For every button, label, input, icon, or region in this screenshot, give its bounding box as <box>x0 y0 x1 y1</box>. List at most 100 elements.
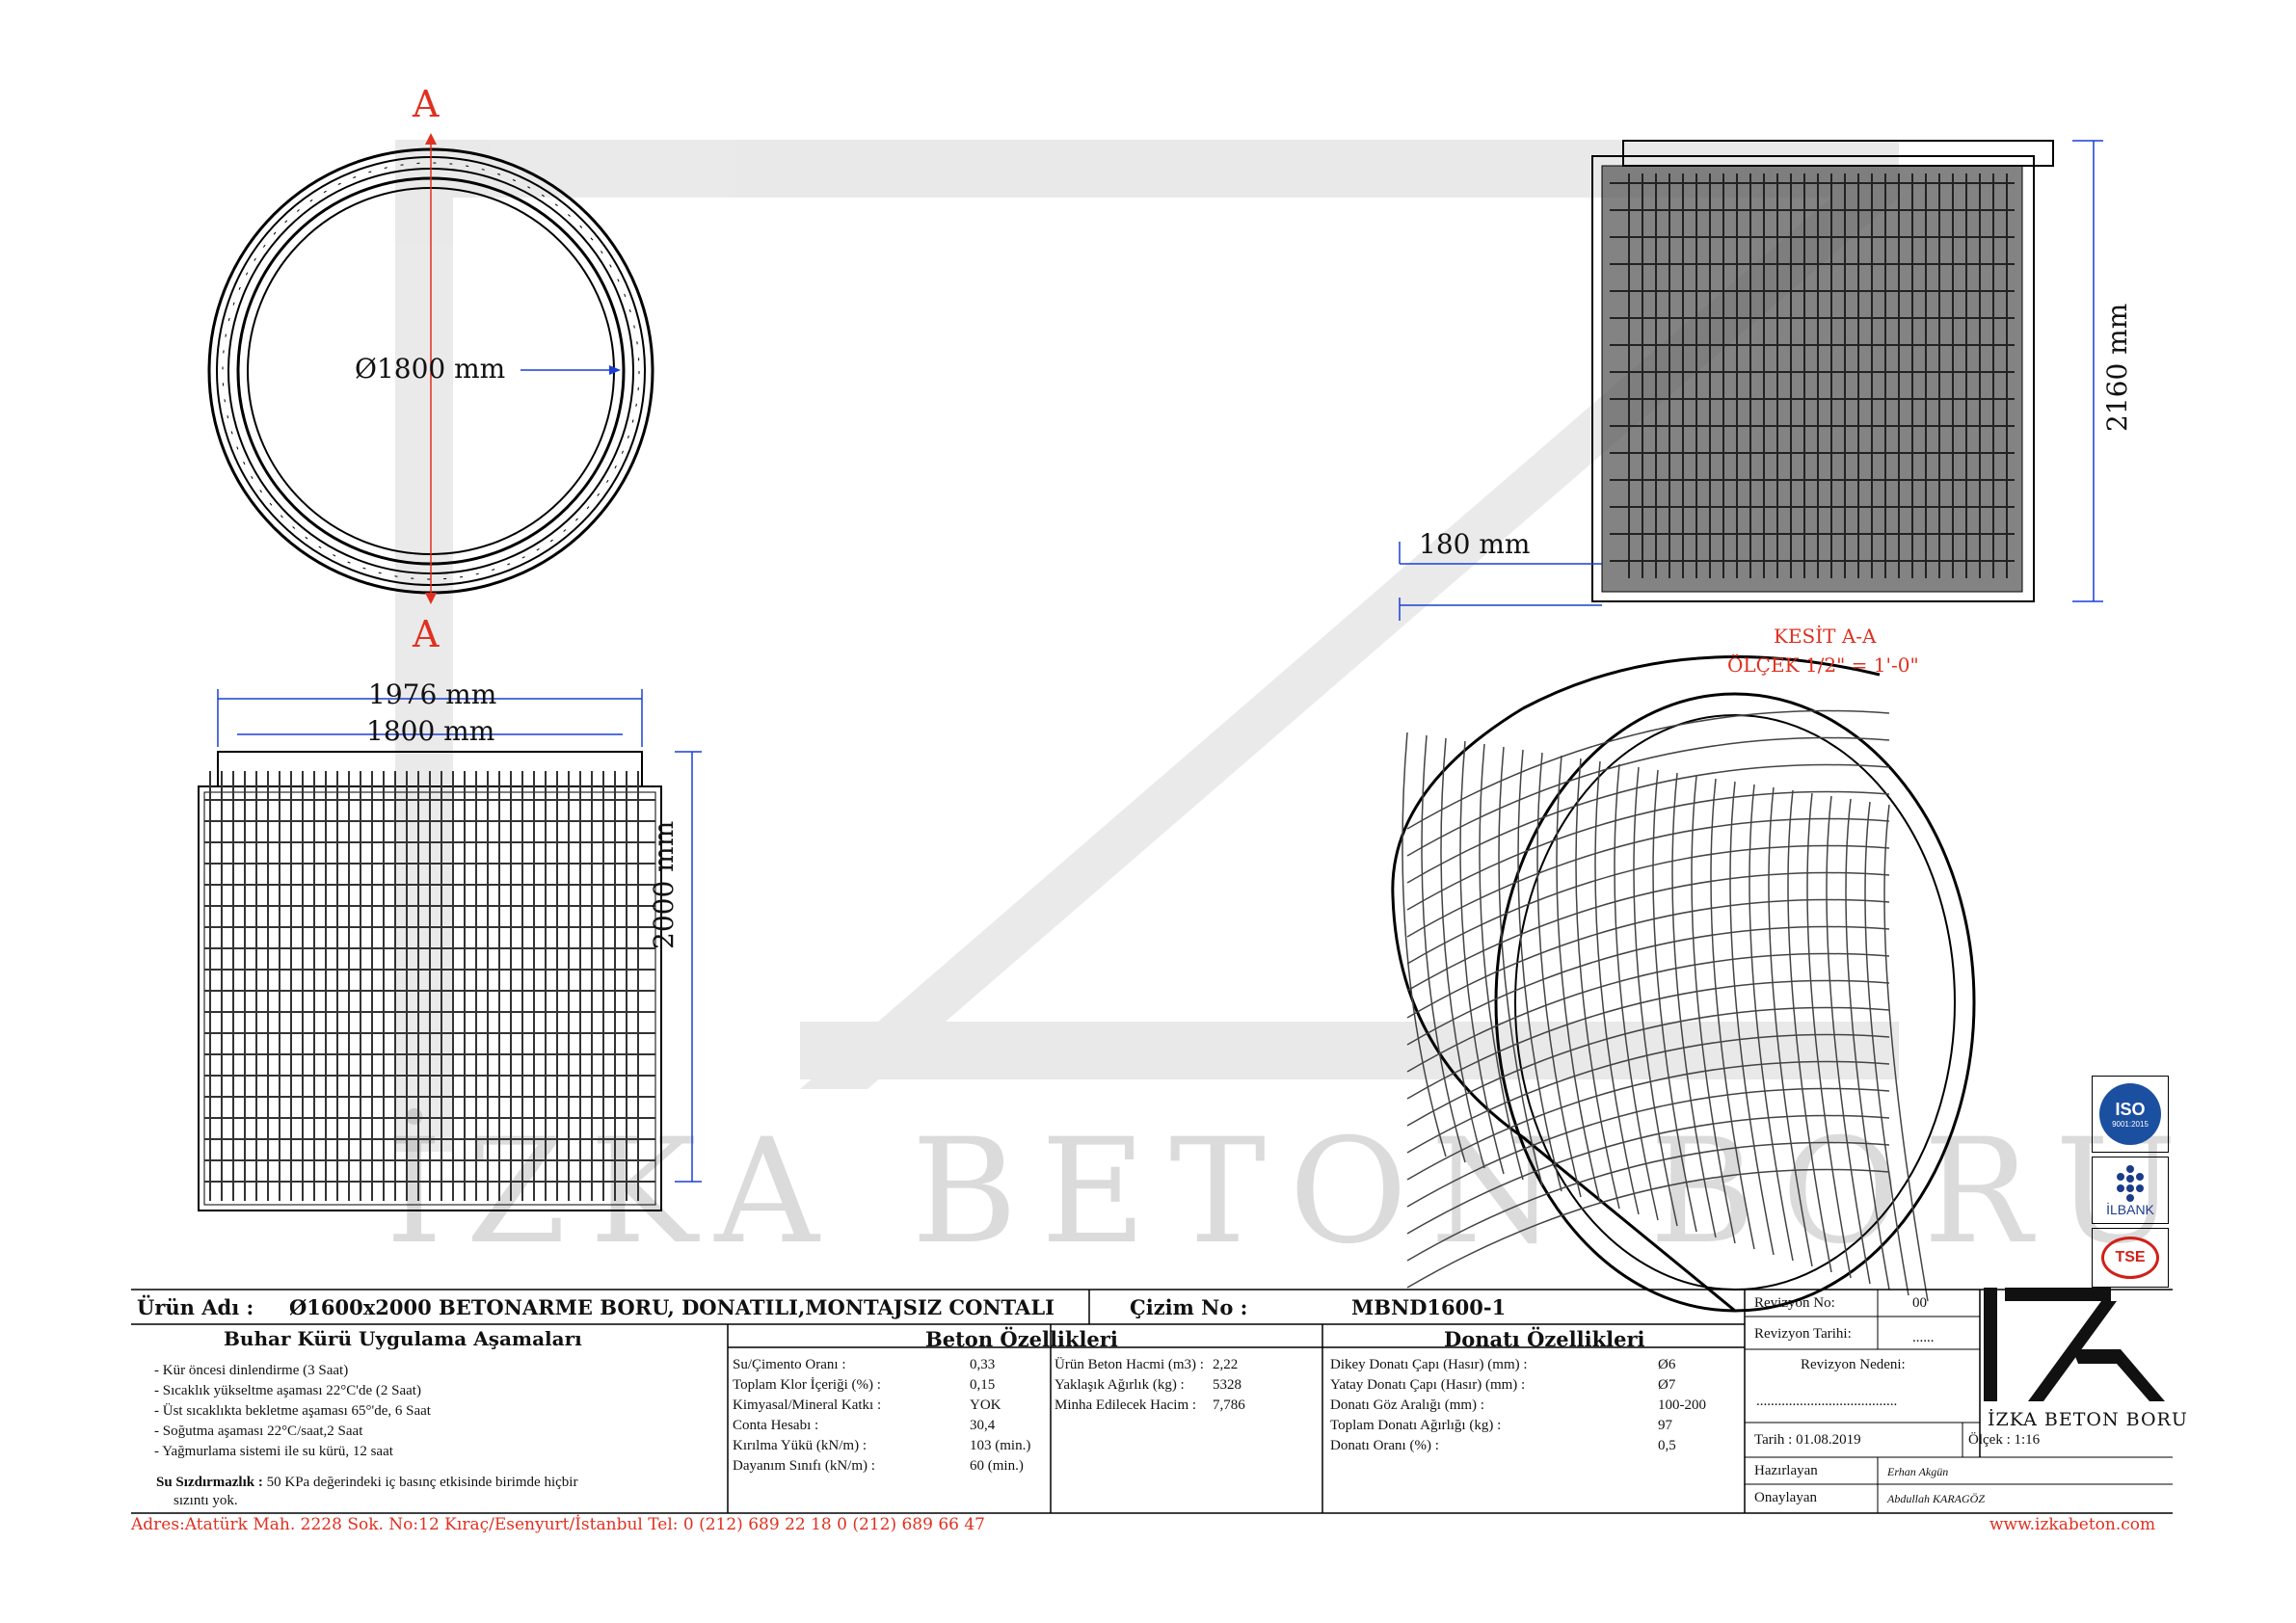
concrete-value: 30,4 <box>970 1418 996 1433</box>
section-label-top: A <box>413 83 440 125</box>
concrete-value: 60 (min.) <box>970 1458 1024 1474</box>
iso-rebar-ring <box>1406 979 1890 1100</box>
iso-rebar-ring <box>1406 1033 1890 1154</box>
iso-rebar-ring <box>1406 844 1890 965</box>
leak-text: 50 KPa değerindeki iç basınç etkisinde b… <box>266 1475 578 1490</box>
iso-rebar-ring <box>1406 871 1890 992</box>
concrete-volume-label: Yaklaşık Ağırlık (kg) : <box>1055 1377 1185 1393</box>
concrete-row: Kimyasal/Mineral Katkı : YOK <box>733 1397 1047 1418</box>
iso-rebar-line <box>1440 737 1485 1169</box>
concrete-value: YOK <box>970 1397 1001 1413</box>
concrete-row: Dayanım Sınıfı (kN/m) :60 (min.) <box>733 1458 1047 1478</box>
revision-reason-label: Revizyon Nedeni: <box>1801 1357 1906 1372</box>
iso-rebar-line <box>1421 734 1466 1163</box>
company-logo-mark <box>1984 1288 2165 1401</box>
concrete-volume-row: Minha Edilecek Hacim : 7,786 <box>1055 1397 1290 1418</box>
logo-text: İZKA BETON BORU <box>1988 1409 2188 1430</box>
isometric-pipe <box>1391 655 1976 1313</box>
rebar-label: Yatay Donatı Çapı (Hasır) (mm) : <box>1330 1377 1526 1393</box>
drawing-number: MBND1600-1 <box>1351 1295 1507 1319</box>
rebar-row: Donatı Oranı (%) :0,5 <box>1330 1438 1735 1458</box>
section-rebar-grid <box>1610 173 2015 578</box>
iso-rebar-ring <box>1406 1060 1890 1181</box>
section-caption-title: KESİT A-A <box>1774 625 1877 648</box>
dim-length: 2000 mm <box>648 820 680 949</box>
iso-rebar-line <box>1536 752 1582 1198</box>
footer-address: Adres:Atatürk Mah. 2228 Sok. No:12 Kıraç… <box>131 1515 986 1534</box>
rebar-value: 100-200 <box>1658 1397 1706 1413</box>
concrete-label: Toplam Klor İçeriği (%) : <box>733 1377 881 1393</box>
tse-badge: TSE <box>2092 1228 2169 1288</box>
drawing-date: Tarih : 01.08.2019 <box>1754 1432 1861 1448</box>
iso-rebar-line <box>1402 732 1447 1157</box>
leak-label: Su Sızdırmazlık : <box>156 1475 263 1490</box>
dim-inner-width: 1800 mm <box>366 715 495 747</box>
iso-rebar-line <box>1691 775 1736 1244</box>
revision-date: ...... <box>1912 1330 1935 1345</box>
revision-no: 00 <box>1912 1295 1927 1311</box>
iso-rebar-ring <box>1406 763 1890 884</box>
drawing-scale: Ölçek : 1:16 <box>1968 1432 2041 1448</box>
revision-reason: ....................................... <box>1756 1394 1898 1409</box>
iso-rebar-line <box>1594 760 1640 1215</box>
steam-cure-list: - Kür öncesi dinlendirme (3 Saat)- Sıcak… <box>154 1363 431 1464</box>
iso-badge-sub: 9001:2015 <box>2112 1120 2149 1129</box>
concrete-label: Kırılma Yükü (kN/m) : <box>733 1438 868 1453</box>
section-caption-scale: ÖLÇEK 1/2" = 1'-0" <box>1727 653 1919 677</box>
concrete-row: Conta Hesabı : 30,4 <box>733 1418 1047 1438</box>
leak-line: Su Sızdırmazlık : 50 KPa değerindeki iç … <box>156 1475 577 1491</box>
iso-rebar-line <box>1575 758 1620 1210</box>
revision-date-label: Revizyon Tarihi: <box>1754 1326 1852 1342</box>
concrete-value: 103 (min.) <box>970 1438 1031 1453</box>
product-name: Ø1600x2000 BETONARME BORU, DONATILI,MONT… <box>289 1295 1055 1319</box>
concrete-volume-value: 7,786 <box>1213 1397 1245 1413</box>
dim-outer-width: 1976 mm <box>368 678 497 710</box>
concrete-label: Su/Çimento Oranı : <box>733 1357 846 1372</box>
iso-rebar-line <box>1479 743 1524 1181</box>
dim-section-height: 2160 mm <box>2101 303 2133 432</box>
iso-rebar-ring <box>1406 925 1890 1046</box>
front-rebar-cage <box>204 771 655 1201</box>
rebar-label: Donatı Oranı (%) : <box>1330 1438 1439 1453</box>
iso-rebar-line <box>1517 749 1562 1192</box>
iso-rebar-line <box>1787 789 1832 1273</box>
rebar-label: Dikey Donatı Çapı (Hasır) (mm) : <box>1330 1357 1528 1372</box>
iso-rebar-line <box>1633 766 1678 1227</box>
concrete-row: Su/Çimento Oranı : 0,33 <box>733 1357 1047 1377</box>
rebar-value: Ø6 <box>1658 1357 1676 1372</box>
iso-rebar-line <box>1768 786 1813 1267</box>
ilbank-icon <box>2117 1165 2144 1202</box>
iso-rebar-line <box>1614 763 1659 1221</box>
iso-rebar-ring <box>1406 1168 1890 1289</box>
iso-badge: ISO 9001:2015 <box>2092 1076 2169 1153</box>
dim-wall-thickness: 180 mm <box>1419 528 1531 560</box>
dim-inner-diameter: Ø1800 mm <box>355 353 506 385</box>
concrete-volume-value: 5328 <box>1213 1377 1241 1393</box>
rebar-value: 97 <box>1658 1418 1672 1433</box>
steam-cure-item: - Soğutma aşaması 22°C/saat,2 Saat <box>154 1423 363 1439</box>
iso-rebar-ring <box>1406 790 1890 911</box>
concrete-label: Conta Hesabı : <box>733 1418 819 1433</box>
ilbank-label: İLBANK <box>2106 1202 2154 1217</box>
concrete-volume-label: Minha Edilecek Hacim : <box>1055 1397 1197 1413</box>
iso-rebar-line <box>1652 769 1697 1233</box>
prepared-by: Erhan Akgün <box>1887 1465 1949 1478</box>
rebar-title: Donatı Özellikleri <box>1444 1327 1645 1351</box>
concrete-volume-row: Yaklaşık Ağırlık (kg) : 5328 <box>1055 1377 1290 1397</box>
iso-rebar-ring <box>1406 1141 1890 1262</box>
iso-rebar-line <box>1883 804 1929 1302</box>
rebar-row: Yatay Donatı Çapı (Hasır) (mm) :Ø7 <box>1330 1377 1735 1397</box>
iso-rebar-line <box>1806 792 1852 1279</box>
rebar-label: Toplam Donatı Ağırlığı (kg) : <box>1330 1418 1502 1433</box>
steam-cure-item: - Sıcaklık yükseltme aşaması 22°C'de (2 … <box>154 1383 421 1398</box>
rebar-row: Donatı Göz Aralığı (mm) :100-200 <box>1330 1397 1735 1418</box>
iso-rebar-line <box>1749 784 1794 1262</box>
footer-web-link[interactable]: www.izkabeton.com <box>1989 1515 2156 1534</box>
isometric-rebar-grid <box>1402 709 1929 1302</box>
product-label: Ürün Adı : <box>137 1295 254 1319</box>
revision-no-label: Revizyon No: <box>1754 1295 1835 1311</box>
concrete-value: 0,33 <box>970 1357 996 1372</box>
concrete-label: Kimyasal/Mineral Katkı : <box>733 1397 882 1413</box>
